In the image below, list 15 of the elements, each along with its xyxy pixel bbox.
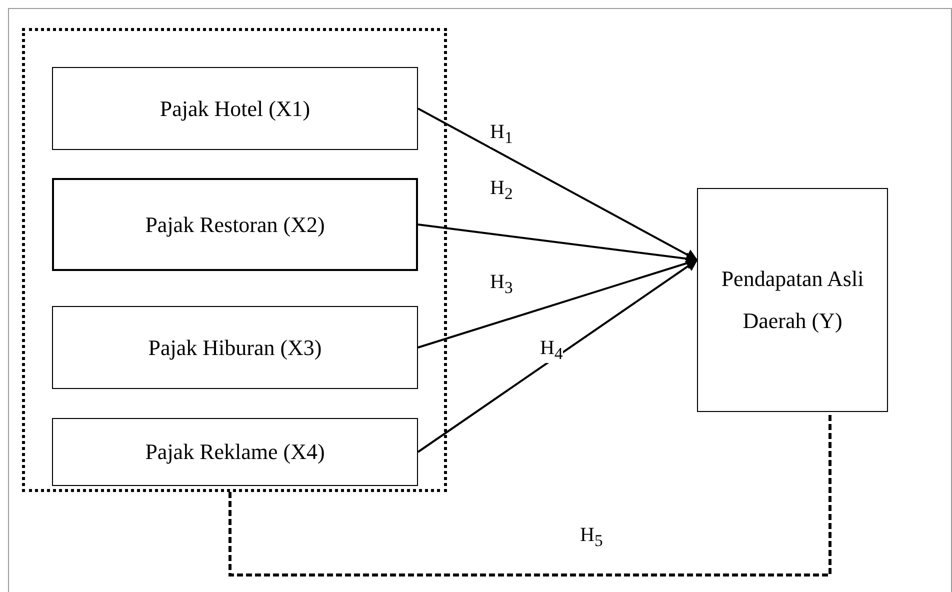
dashed-connector [228, 412, 832, 576]
arrow [418, 108, 698, 261]
variable-box [697, 188, 888, 412]
box-label: Pajak Hotel (X1) [158, 94, 312, 123]
variable-box [52, 418, 418, 486]
box-label: Pajak Reklame (X4) [144, 438, 326, 466]
arrow [417, 259, 698, 453]
dashed-group-box [22, 28, 447, 492]
box-label: Pajak Hiburan (X3) [147, 334, 323, 362]
variable-box [52, 67, 418, 150]
box-label: Pajak Restoran (X2) [144, 210, 326, 239]
variable-box [52, 306, 418, 389]
edge-label: H$_{4}$ [540, 338, 563, 363]
variable-box [52, 178, 418, 271]
box-label: Pendapatan Asli Daerah (Y) [720, 265, 865, 335]
